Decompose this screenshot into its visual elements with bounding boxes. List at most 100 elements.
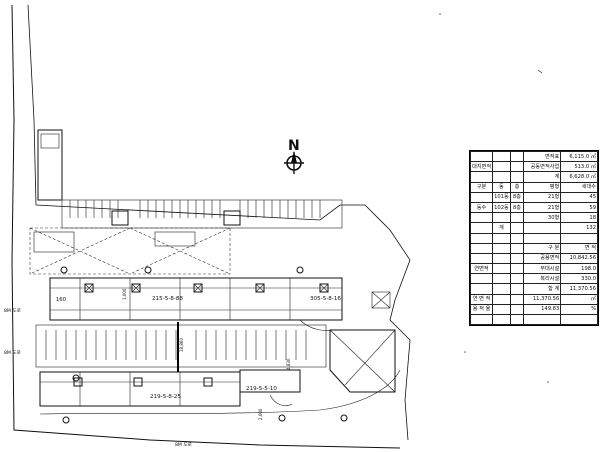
- table-cell: 330.0: [560, 273, 598, 285]
- table-row: 계 132: [469, 222, 598, 234]
- table-cell: [509, 252, 525, 265]
- table-cell: ㎡: [560, 293, 598, 305]
- table-cell: 구분: [469, 181, 494, 193]
- table-cell: [469, 252, 494, 265]
- table-cell: 132: [560, 222, 598, 234]
- table-cell: [509, 283, 525, 295]
- table-cell: 101동: [492, 191, 511, 203]
- dim-label-1: 18,860: [179, 338, 184, 352]
- table-row: [469, 232, 598, 244]
- table-cell: [492, 273, 511, 285]
- table-cell: [469, 150, 494, 163]
- table-cell: [509, 171, 525, 183]
- table-cell: 21형: [523, 191, 562, 203]
- table-cell: [509, 222, 525, 234]
- table-cell: 30형: [523, 212, 562, 224]
- community-facility: [329, 291, 396, 393]
- middle-parking-row: [35, 324, 327, 368]
- table-cell: [560, 232, 598, 244]
- table-cell: [469, 273, 494, 285]
- north-arrow-icon: N: [284, 138, 304, 174]
- central-open-space: [29, 227, 231, 275]
- street-label-bottom: 8M 도로: [175, 442, 192, 448]
- table-cell: [492, 232, 511, 244]
- table-cell: [509, 161, 525, 173]
- table-cell: [469, 283, 494, 295]
- table-cell: [492, 283, 511, 295]
- table-cell: 8층: [509, 191, 525, 203]
- building-code-1: 215-5-8-88: [152, 296, 183, 302]
- table-cell: [469, 222, 494, 234]
- table-cell: [492, 293, 511, 305]
- table-cell: 대지면적: [469, 161, 494, 173]
- table-cell: 11,370.56: [560, 283, 598, 295]
- table-cell: [492, 242, 511, 254]
- table-cell: 198.0: [560, 263, 598, 275]
- unit-number: 160: [56, 297, 66, 303]
- table-cell: 149.83: [523, 303, 562, 316]
- table-cell: [509, 232, 525, 244]
- table-cell: 연면적: [469, 263, 494, 275]
- table-cell: 합 계: [523, 283, 562, 295]
- table-cell: 세대수: [560, 181, 598, 193]
- table-cell: [509, 313, 525, 326]
- table-cell: 공동면적사업: [523, 161, 562, 173]
- table-cell: [509, 293, 525, 305]
- table-cell: [509, 303, 525, 316]
- north-label: N: [288, 138, 300, 154]
- table-cell: [469, 242, 494, 254]
- table-cell: %: [560, 303, 598, 316]
- table-cell: [560, 313, 598, 326]
- table-cell: [492, 263, 511, 275]
- table-cell: [509, 150, 525, 163]
- table-cell: 동수: [469, 201, 494, 214]
- table-cell: 102동: [492, 201, 511, 214]
- table-cell: 동: [492, 181, 511, 193]
- table-cell: [469, 171, 494, 183]
- table-cell: 공용면적: [523, 252, 562, 265]
- table-cell: 층: [509, 181, 525, 193]
- building-code-4: 219-5-5-10: [246, 386, 277, 392]
- table-cell: 부대시설: [523, 263, 562, 275]
- table-cell: [523, 232, 562, 244]
- building-code-2: 305-5-8-16: [310, 296, 341, 302]
- table-cell: 용 적 율: [469, 303, 494, 316]
- table-cell: [523, 222, 562, 234]
- table-cell: [492, 212, 511, 224]
- table-cell: 18: [560, 212, 598, 224]
- table-cell: [523, 313, 562, 326]
- table-cell: 59: [560, 201, 598, 214]
- table-cell: 계: [492, 222, 511, 234]
- building-102: 219-5-8-25 219-5-5-10: [39, 369, 301, 407]
- table-cell: [469, 191, 494, 203]
- table-cell: [509, 263, 525, 275]
- table-cell: [469, 212, 494, 224]
- table-row: [469, 313, 598, 326]
- table-cell: 계: [523, 171, 562, 183]
- table-cell: [492, 150, 511, 163]
- table-cell: 6,115.0 ㎡: [560, 150, 598, 163]
- street-label-left-1: 8M 도로: [4, 308, 21, 314]
- table-cell: [492, 313, 511, 326]
- table-cell: 10,842.56: [560, 252, 598, 265]
- dim-label-2: 4,830: [286, 358, 291, 370]
- table-cell: 면적표: [523, 150, 562, 163]
- table-row: 용 적 율 149.83%: [469, 303, 598, 316]
- street-label-left-2: 8M 도로: [4, 350, 21, 356]
- table-cell: [469, 232, 494, 244]
- table-cell: [492, 171, 511, 183]
- dim-label-4: 1,000: [122, 288, 127, 300]
